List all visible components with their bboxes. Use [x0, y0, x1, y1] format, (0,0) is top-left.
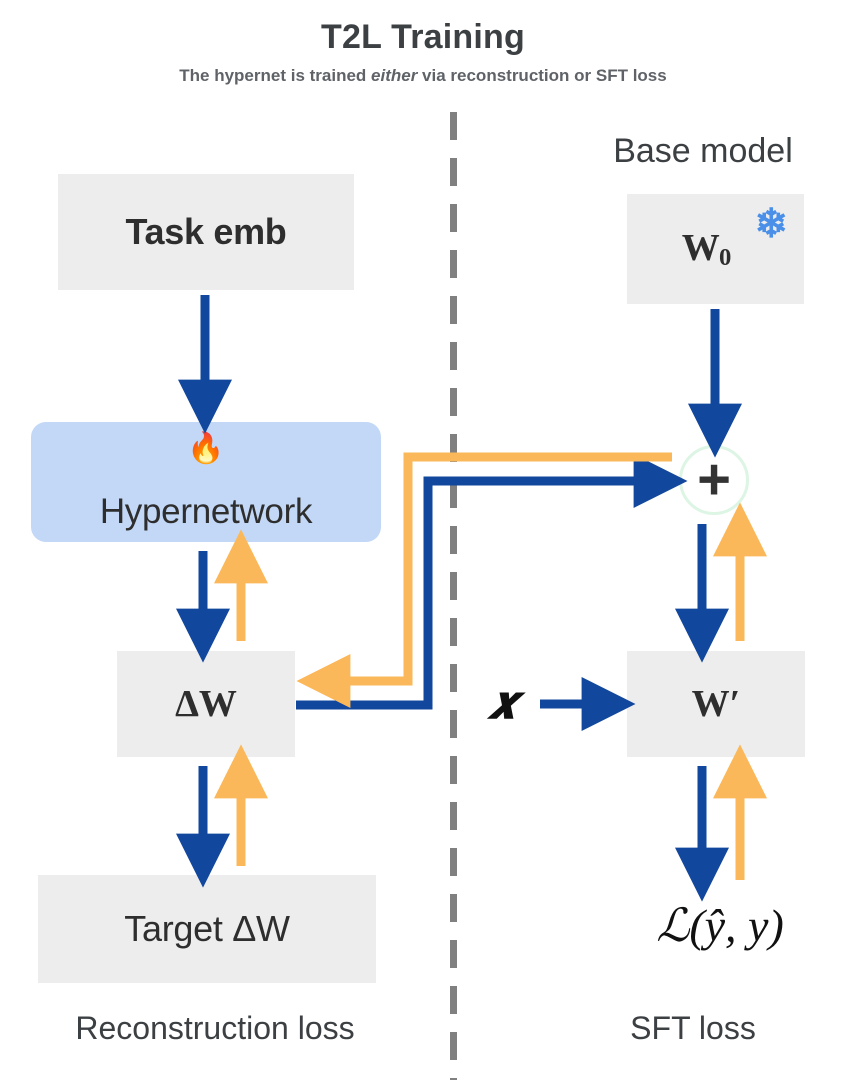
snowflake-icon: ❄: [754, 201, 788, 246]
input-x-label: 𝒙: [488, 677, 518, 728]
node-w-prime[interactable]: W′: [627, 651, 805, 757]
fire-icon: 🔥: [187, 432, 225, 465]
node-add-operator[interactable]: +: [679, 445, 749, 515]
node-hypernetwork-label: Hypernetwork: [99, 492, 313, 531]
page-subtitle: The hypernet is trained either via recon…: [0, 66, 846, 86]
node-delta-w[interactable]: ΔW: [117, 651, 295, 757]
node-task-emb[interactable]: Task emb: [58, 174, 354, 290]
node-task-emb-label: Task emb: [125, 211, 287, 252]
plus-icon: +: [697, 447, 731, 513]
subtitle-emphasis: either: [371, 66, 418, 85]
node-target-delta-w-label: Target ΔW: [124, 908, 290, 949]
node-loss-expression: ℒ(ŷ, y): [656, 900, 784, 951]
node-w-prime-label: W′: [691, 683, 741, 725]
node-hypernetwork[interactable]: 🔥 Hypernetwork: [31, 422, 381, 542]
page-title: T2L Training: [321, 18, 525, 56]
sft-loss-caption: SFT loss: [630, 1010, 756, 1046]
subtitle-part-after: via reconstruction or SFT loss: [417, 66, 667, 85]
column-divider: [450, 112, 457, 1080]
node-target-delta-w[interactable]: Target ΔW: [38, 875, 376, 983]
base-model-heading: Base model: [613, 132, 793, 170]
reconstruction-loss-caption: Reconstruction loss: [75, 1010, 355, 1046]
node-w0-label: W0: [681, 226, 732, 272]
node-delta-w-label: ΔW: [175, 683, 237, 725]
node-w0[interactable]: W0 ❄: [627, 194, 804, 304]
subtitle-part-before: The hypernet is trained: [179, 66, 372, 85]
